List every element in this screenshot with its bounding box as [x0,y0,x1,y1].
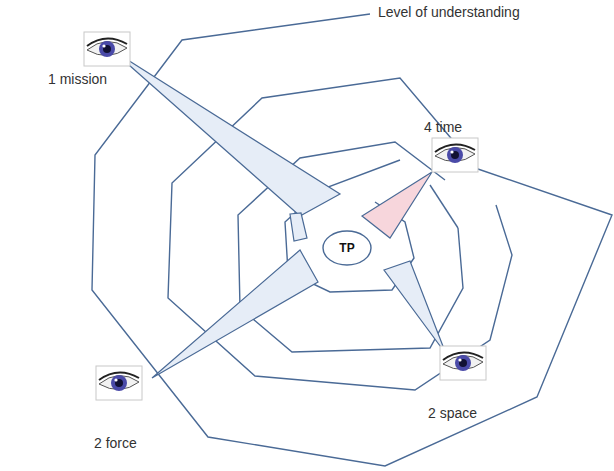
viewpoint-label: 2 space [428,406,477,421]
circle-shape [323,231,371,265]
center-circle: TP [322,230,372,266]
view-wedges [112,50,446,378]
viewpoint-label: 2 force [94,436,137,451]
eye-icons [84,32,486,400]
understanding-spiral [92,14,612,466]
node-text: TP [322,241,372,255]
title-label: Level of understanding [378,5,520,20]
viewpoint-label: 1 mission [48,72,107,87]
viewpoint-label: 4 time [424,120,462,135]
